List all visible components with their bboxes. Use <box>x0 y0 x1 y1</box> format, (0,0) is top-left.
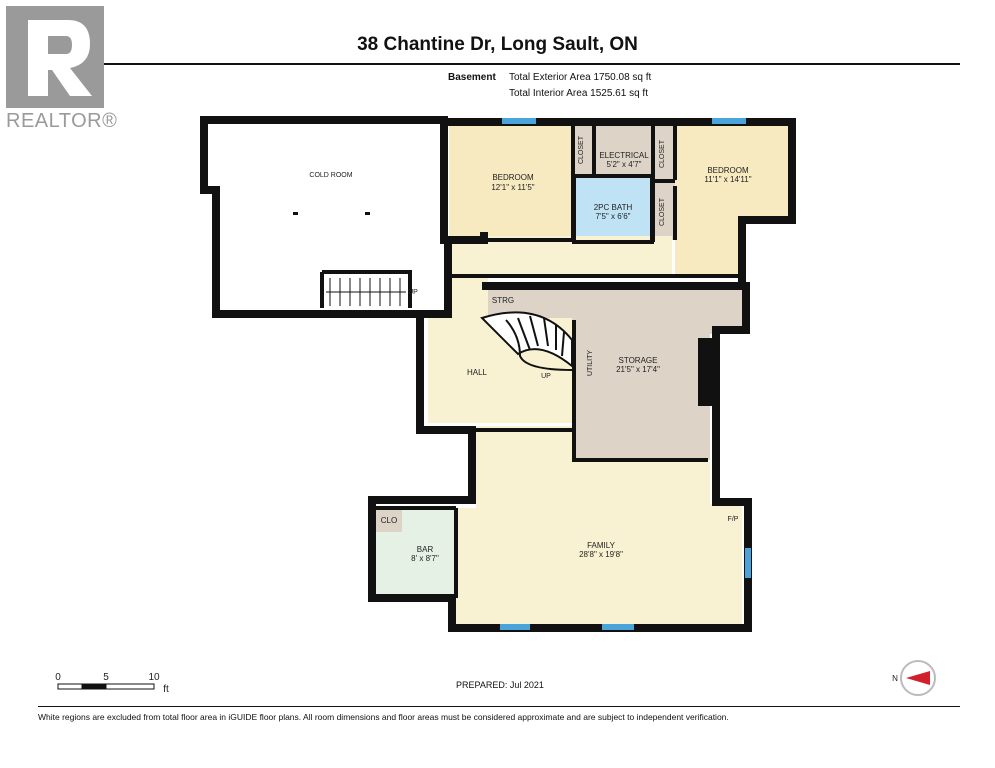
storage-fill <box>488 286 742 460</box>
closet-c-label: CLOSET <box>659 197 666 226</box>
exterior-area: Total Exterior Area 1750.08 sq ft <box>509 72 652 83</box>
interior-walls <box>320 126 744 598</box>
bath-fill <box>576 178 650 242</box>
scale-tick-10: 10 <box>148 672 160 683</box>
scale-tick-0: 0 <box>55 672 61 683</box>
title-divider <box>38 63 960 65</box>
windows <box>500 118 751 630</box>
bath-label: 2PC BATH <box>594 203 633 212</box>
storage-dims: 21'5" x 17'4" <box>616 365 660 374</box>
level-label: Basement <box>448 72 496 83</box>
bedroom-right-fill <box>675 126 790 276</box>
bedroom-left-label: BEDROOM <box>492 173 534 182</box>
scale-unit: ft <box>163 684 169 695</box>
bedroom-right-label: BEDROOM <box>707 166 749 175</box>
bath-dims: 7'5" x 6'6" <box>596 212 631 221</box>
electrical-label: ELECTRICAL <box>599 151 649 160</box>
storage-label: STORAGE <box>619 356 658 365</box>
disclaimer-text: White regions are excluded from total fl… <box>38 712 729 722</box>
closet-a-fill <box>573 126 594 176</box>
closet-b-fill <box>653 126 675 181</box>
curved-stair <box>480 311 573 371</box>
prepared-date: PREPARED: Jul 2021 <box>456 680 544 690</box>
bedroom-left-dims: 12'1" x 11'5" <box>491 183 534 192</box>
closet-c-fill <box>653 183 675 240</box>
clo-fill <box>376 506 402 532</box>
stairs-up-label-2: UP <box>541 373 551 380</box>
bar-label: BAR <box>417 545 434 554</box>
cold-room-label: COLD ROOM <box>309 172 352 179</box>
bar-dims: 8' x 8'7" <box>411 554 439 563</box>
closet-b-label: CLOSET <box>659 139 666 168</box>
cold-room-stair <box>326 278 406 306</box>
utility-label: UTILITY <box>587 350 594 376</box>
electrical-fill <box>594 126 653 176</box>
clo-label: CLO <box>381 516 397 525</box>
compass-north-label: N <box>892 674 898 683</box>
family-fill <box>456 426 742 626</box>
footer-divider <box>38 706 960 707</box>
scale-bar: 0 5 10 ft <box>55 672 169 695</box>
hall-label: HALL <box>467 368 488 377</box>
closet-a-label: CLOSET <box>578 135 585 164</box>
interior-area: Total Interior Area 1525.61 sq ft <box>509 88 648 99</box>
scale-tick-5: 5 <box>103 672 109 683</box>
family-label: FAMILY <box>587 541 616 550</box>
realtor-logo-text: REALTOR® <box>6 110 118 132</box>
realtor-r-icon <box>6 6 104 108</box>
north-compass-icon: N <box>892 660 936 696</box>
stairs-up-label-1: UP <box>408 289 418 296</box>
fp-label: F/P <box>728 516 739 523</box>
family-dims: 28'8" x 19'8" <box>579 550 623 559</box>
plan-title: 38 Chantine Dr, Long Sault, ON <box>357 34 638 55</box>
bedroom-left-fill <box>449 126 573 242</box>
electrical-dims: 5'2" x 4'7" <box>607 160 642 169</box>
bedroom-right-dims: 11'1" x 14'11" <box>704 175 751 184</box>
strg-label: STRG <box>492 296 514 305</box>
